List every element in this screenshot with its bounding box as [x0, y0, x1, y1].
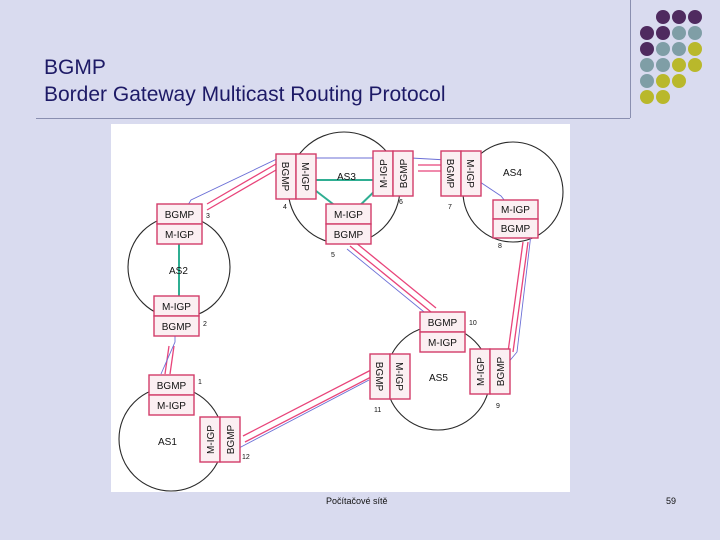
bgmp-link-8-9: [507, 241, 524, 353]
decorative-dot: [656, 74, 670, 88]
title-line-2: Border Gateway Multicast Routing Protoco…: [44, 83, 446, 106]
label-as1: AS1: [158, 437, 177, 448]
router-7-top: BGMP: [444, 159, 455, 189]
decorative-dot: [672, 26, 686, 40]
router-3-top: BGMP: [165, 210, 195, 221]
router-7: BGMP M-IGP 7: [440, 150, 482, 211]
decorative-dot: [688, 58, 702, 72]
router-10-bottom: M-IGP: [428, 338, 457, 349]
router-11-top: BGMP: [373, 362, 384, 392]
decorative-dot: [672, 42, 686, 56]
router-2: M-IGP BGMP 2: [153, 295, 207, 337]
corner-divider: [630, 0, 631, 118]
router-3: BGMP M-IGP 3: [156, 203, 210, 245]
decorative-dot: [656, 26, 670, 40]
multicast-path-bottom: [238, 379, 370, 449]
router-7-bottom: M-IGP: [464, 159, 475, 188]
router-9-top: M-IGP: [476, 357, 487, 386]
router-6-top: M-IGP: [379, 159, 390, 188]
router-5-bottom: BGMP: [334, 230, 364, 241]
router-9: M-IGP BGMP 9: [469, 348, 511, 410]
diagram-canvas: BGMP M-IGP 3 M-IGP BGMP 2 BGMP M-IGP 1: [118, 131, 564, 492]
decorative-dot: [640, 42, 654, 56]
decorative-dot-grid: [640, 10, 712, 106]
router-1-top: BGMP: [157, 381, 187, 392]
label-as5: AS5: [429, 373, 448, 384]
router-6-bottom: BGMP: [399, 158, 410, 188]
router-10-number: 10: [469, 320, 477, 327]
router-7-number: 7: [448, 204, 452, 211]
decorative-dot: [672, 10, 686, 24]
router-8-number: 8: [498, 243, 502, 250]
router-2-number: 2: [203, 321, 207, 328]
router-11-bottom: M-IGP: [393, 362, 404, 391]
router-2-top: M-IGP: [162, 302, 191, 313]
bgmp-diagram: BGMP M-IGP 3 M-IGP BGMP 2 BGMP M-IGP 1: [111, 124, 570, 492]
decorative-dot: [640, 90, 654, 104]
router-4-number: 4: [283, 204, 287, 211]
router-4: BGMP M-IGP 4: [275, 153, 317, 211]
router-11-number: 11: [374, 407, 381, 414]
router-5-number: 5: [331, 252, 335, 259]
decorative-dot: [688, 10, 702, 24]
router-8-bottom: BGMP: [501, 224, 531, 235]
router-8: M-IGP BGMP 8: [492, 199, 539, 250]
decorative-dot: [656, 90, 670, 104]
router-12-number: 12: [242, 454, 250, 461]
footer-text: Počítačové sítě: [326, 496, 388, 506]
label-as2: AS2: [169, 266, 188, 277]
router-10: BGMP M-IGP 10: [419, 311, 477, 353]
router-4-bottom: M-IGP: [299, 162, 310, 191]
bgmp-link-3-4: [206, 163, 277, 205]
router-11: BGMP M-IGP 11: [369, 353, 411, 414]
slide-title: BGMP Border Gateway Multicast Routing Pr…: [44, 54, 446, 108]
page-number: 59: [666, 496, 677, 506]
title-divider: [36, 118, 630, 119]
decorative-dot: [640, 26, 654, 40]
router-6: M-IGP BGMP 6: [372, 150, 414, 206]
decorative-dot: [688, 42, 702, 56]
router-3-bottom: M-IGP: [165, 230, 194, 241]
router-6-number: 6: [399, 199, 403, 206]
router-5-top: M-IGP: [334, 210, 363, 221]
router-2-bottom: BGMP: [162, 322, 192, 333]
router-9-number: 9: [496, 403, 500, 410]
router-1: BGMP M-IGP 1: [148, 374, 202, 416]
router-5: M-IGP BGMP 5: [325, 203, 372, 259]
bgmp-link-5-10: [349, 245, 432, 313]
label-as4: AS4: [503, 168, 522, 179]
decorative-dot: [672, 58, 686, 72]
multicast-path-center: [346, 248, 430, 317]
router-10-top: BGMP: [428, 318, 458, 329]
router-12-top: M-IGP: [206, 425, 217, 454]
router-8-top: M-IGP: [501, 205, 530, 216]
decorative-dot: [640, 74, 654, 88]
decorative-dot: [688, 26, 702, 40]
router-1-number: 1: [198, 379, 202, 386]
router-3-number: 3: [206, 213, 210, 220]
decorative-dot: [640, 58, 654, 72]
router-12: M-IGP BGMP 12: [199, 416, 250, 463]
router-9-bottom: BGMP: [496, 356, 507, 386]
decorative-dot: [656, 58, 670, 72]
title-line-1: BGMP: [44, 56, 106, 79]
decorative-dot: [656, 10, 670, 24]
decorative-dot: [656, 42, 670, 56]
router-12-bottom: BGMP: [226, 424, 237, 454]
router-4-top: BGMP: [279, 162, 290, 192]
label-as3: AS3: [337, 172, 356, 183]
router-1-bottom: M-IGP: [157, 401, 186, 412]
bgmp-link-12-11: [242, 369, 372, 437]
decorative-dot: [672, 74, 686, 88]
